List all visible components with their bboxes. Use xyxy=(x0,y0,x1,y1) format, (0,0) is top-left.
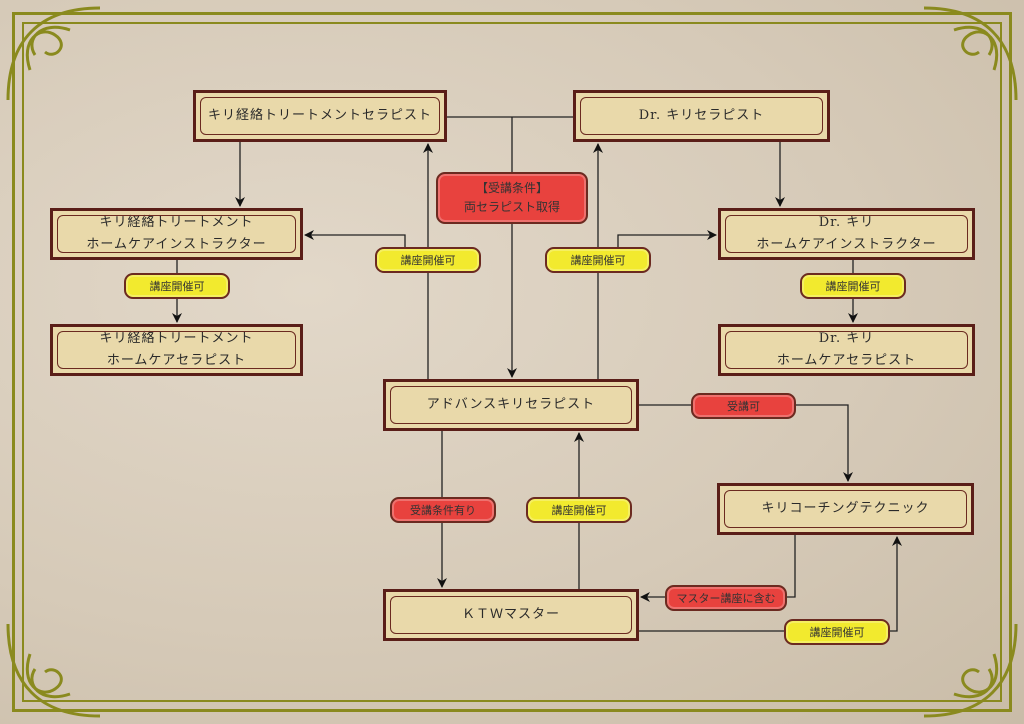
node-kiri-keiraku-therapist: キリ経絡トリートメントセラピスト xyxy=(193,90,447,142)
node-label: ホームケアセラピスト xyxy=(106,353,247,368)
node-dr-homecare: Dr. キリホームケアセラピスト xyxy=(718,324,975,376)
badge-included-master: マスター講座に含む xyxy=(665,585,787,611)
node-label: キリコーチングテクニック xyxy=(761,501,930,516)
badge-label: 講座開催可 xyxy=(149,279,205,293)
badge-attend-ok: 受講可 xyxy=(691,393,796,419)
badge-course-ok: 講座開催可 xyxy=(545,247,651,273)
inner-frame xyxy=(22,22,1002,702)
badge-label: 講座開催可 xyxy=(551,503,607,517)
badge-condition: 【受講条件】両セラピスト取得 xyxy=(436,172,588,224)
node-keiraku-homecare: キリ経絡トリートメントホームケアセラピスト xyxy=(50,324,303,376)
node-label: キリ経絡トリートメント xyxy=(99,215,254,230)
badge-course-ok: 講座開催可 xyxy=(800,273,906,299)
outer-frame xyxy=(12,12,1012,712)
node-label: ホームケアインストラクター xyxy=(756,237,937,252)
badge-course-ok: 講座開催可 xyxy=(784,619,890,645)
edge-i-h xyxy=(639,536,902,632)
badge-label: マスター講座に含む xyxy=(676,591,776,605)
edge-to-d xyxy=(617,230,717,250)
node-ktw-master: ＫＴＷマスター xyxy=(383,589,639,641)
badge-course-ok: 講座開催可 xyxy=(375,247,481,273)
badge-label: 受講可 xyxy=(727,399,760,413)
node-label: ＫＴＷマスター xyxy=(461,607,560,622)
node-label: キリ経絡トリートメント xyxy=(99,331,254,346)
node-label: Dr. キリ xyxy=(818,215,875,230)
corner-ornament-tr xyxy=(922,6,1018,102)
badge-course-ok: 講座開催可 xyxy=(526,497,632,523)
corner-ornament-bl xyxy=(6,622,102,718)
node-label: ホームケアインストラクター xyxy=(86,237,267,252)
badge-label: 受講条件有り xyxy=(410,503,476,517)
badge-label: 【受講条件】 xyxy=(475,181,548,195)
corner-ornament-br xyxy=(922,622,1018,718)
node-keiraku-instructor: キリ経絡トリートメントホームケアインストラクター xyxy=(50,208,303,260)
node-label: Dr. キリ xyxy=(818,331,875,346)
node-label: アドバンスキリセラピスト xyxy=(426,397,596,412)
badge-course-ok: 講座開催可 xyxy=(124,273,230,299)
edge-to-c xyxy=(304,230,406,250)
corner-ornament-tl xyxy=(6,6,102,102)
badge-label: 講座開催可 xyxy=(400,253,456,267)
badge-has-condition: 受講条件有り xyxy=(390,497,496,523)
node-label: ホームケアセラピスト xyxy=(776,353,917,368)
badge-label: 講座開催可 xyxy=(825,279,881,293)
badge-label: 講座開催可 xyxy=(570,253,626,267)
node-dr-instructor: Dr. キリホームケアインストラクター xyxy=(718,208,975,260)
badge-label: 講座開催可 xyxy=(809,625,865,639)
node-dr-kiri-therapist: Dr. キリセラピスト xyxy=(573,90,830,142)
node-advance: アドバンスキリセラピスト xyxy=(383,379,639,431)
node-label: Dr. キリセラピスト xyxy=(638,108,765,123)
badge-label: 両セラピスト取得 xyxy=(463,200,560,214)
node-coaching: キリコーチングテクニック xyxy=(717,483,974,535)
node-label: キリ経絡トリートメントセラピスト xyxy=(207,108,432,123)
